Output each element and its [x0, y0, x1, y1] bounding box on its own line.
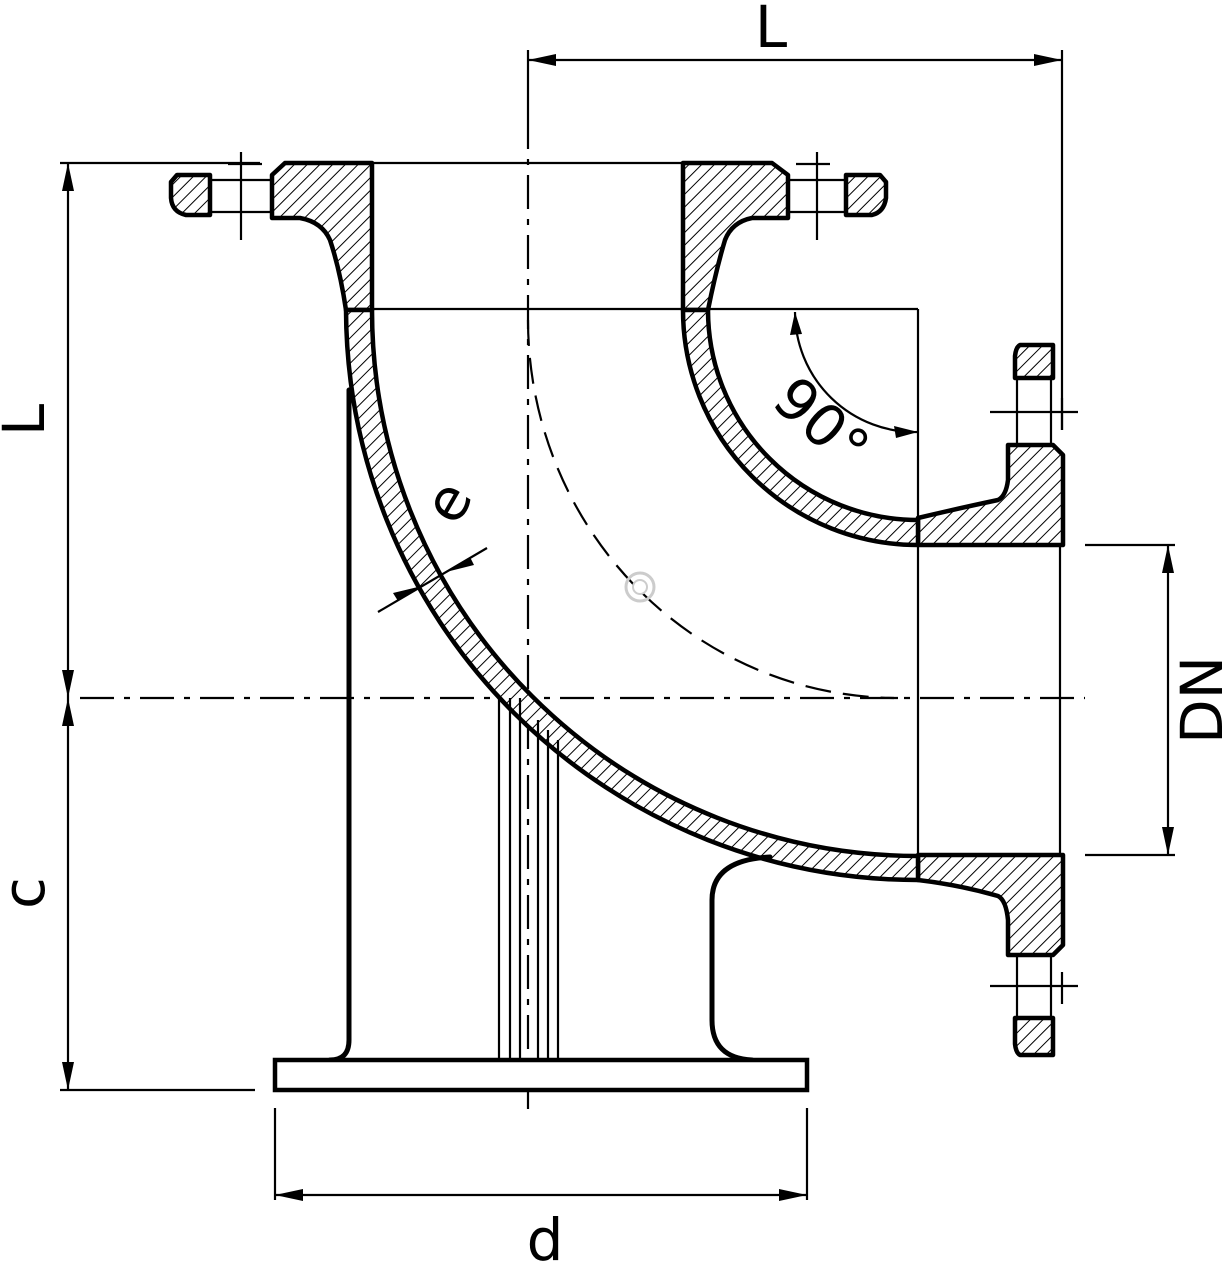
bend-center-arc — [526, 319, 899, 700]
bend-walls — [343, 307, 921, 883]
wall-thickness-label: e — [409, 470, 486, 535]
outer-bend-wall — [343, 307, 921, 883]
right-flange-upper-body — [915, 442, 1066, 548]
inner-bend-wall — [680, 307, 921, 548]
right-flange-lower-body — [915, 852, 1066, 958]
dimension-lines — [60, 50, 1175, 1201]
top-flange-left-ear — [168, 172, 213, 218]
right-flange-upper-ear — [1012, 342, 1056, 381]
top-flange — [168, 152, 889, 313]
base-width-label: d — [527, 1206, 564, 1263]
right-flange-lower-ear — [1012, 1015, 1056, 1058]
center-lines — [80, 115, 1085, 1112]
length-left-label: L — [0, 404, 58, 436]
top-flange-right-body — [680, 160, 791, 313]
base-plate — [272, 1057, 810, 1093]
right-flange — [915, 342, 1078, 1058]
nominal-diameter-label: DN — [1168, 656, 1228, 744]
top-flange-left-body — [269, 160, 375, 313]
construction-lines — [370, 161, 1062, 858]
support-left-edge — [327, 387, 352, 1063]
support-height-label: c — [0, 877, 58, 909]
registered-mark-watermark — [624, 571, 656, 603]
duck-foot-support — [272, 387, 810, 1093]
length-top-label: L — [755, 0, 787, 61]
support-right-edge — [709, 854, 773, 1063]
top-flange-right-ear — [843, 172, 889, 218]
